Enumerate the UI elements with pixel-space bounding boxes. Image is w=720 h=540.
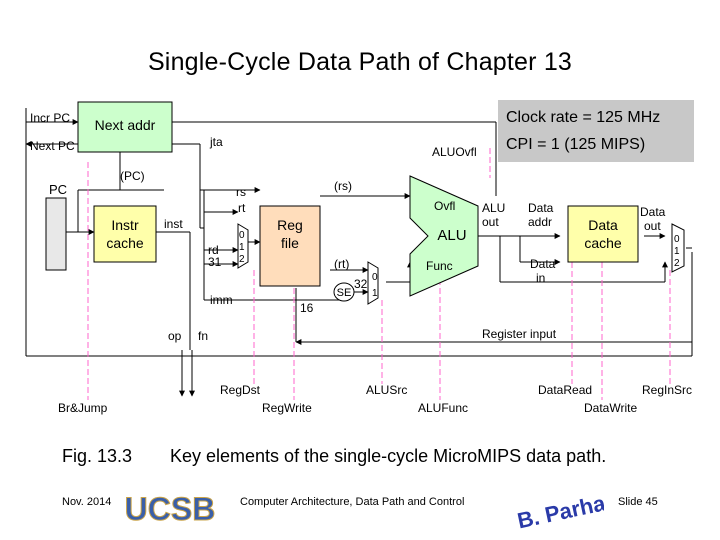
signal-labels: Incr PC Next PC jta ALUOvfl (PC) rs (rs)… [30,111,666,343]
rt-label: rt [238,201,246,215]
footer-date: Nov. 2014 [62,496,112,508]
func-label: Func [426,259,453,273]
data-in-label-1: Data [530,257,556,271]
data-read-label: DataRead [538,383,592,397]
svg-text:2: 2 [674,258,680,269]
svg-text:Instr: Instr [111,217,139,233]
n32-label: 32 [354,277,368,291]
imm-label: imm [210,293,233,307]
svg-text:0: 0 [674,234,680,245]
rs-paren-label: (rs) [334,179,352,193]
alu-func-label: ALUFunc [418,401,468,415]
svg-text:1: 1 [372,288,378,299]
clock-rate-text: Clock rate = 125 MHz [506,109,660,126]
rd-label: rd [208,243,219,257]
svg-text:cache: cache [106,235,144,251]
cpi-text: CPI = 1 (125 MIPS) [506,136,645,153]
frame-lines [25,108,693,397]
control-lines [87,148,671,400]
svg-text:Reg: Reg [277,217,303,233]
control-signal-labels: Br&Jump RegDst RegWrite ALUSrc ALUFunc D… [58,383,692,415]
op-label: op [168,329,182,343]
next-addr-block: Next addr [77,101,173,153]
svg-text:B. Parhami: B. Parhami [515,485,604,533]
svg-text:1: 1 [674,246,680,257]
svg-text:Next addr: Next addr [95,117,156,133]
data-in-label-2: in [536,271,545,285]
next-pc-label: Next PC [30,139,75,153]
jta-label: jta [209,135,223,149]
reg-dst-label: RegDst [220,383,261,397]
data-cache-block: Data cache [567,205,639,263]
data-out-label-1: Data [640,205,666,219]
n31-label: 31 [208,255,222,269]
footer-course: Computer Architecture, Data Path and Con… [240,496,465,508]
svg-text:0: 0 [239,230,245,241]
svg-text:PC: PC [49,182,67,197]
alu-ovfl-label: ALUOvfl [432,145,477,159]
svg-text:SE: SE [337,287,352,299]
incr-pc-label: Incr PC [30,111,70,125]
slide-title: Single-Cycle Data Path of Chapter 13 [147,48,573,76]
svg-text:file: file [281,235,299,251]
n16-label: 16 [300,301,314,315]
svg-text:2: 2 [239,254,245,265]
ovfl-label: Ovfl [434,199,455,213]
alu-out-label-1: ALU [482,201,505,215]
ucsb-logo: UCSB [120,488,220,528]
alu-block: ALU [409,175,479,297]
data-addr-label-1: Data [528,201,554,215]
reg-in-src-mux: 0 1 2 [671,223,685,273]
fn-label: fn [198,329,208,343]
svg-text:cache: cache [584,235,622,251]
alu-src-mux: 0 1 [367,261,379,305]
alu-out-label-2: out [482,215,499,229]
svg-text:0: 0 [372,272,378,283]
svg-text:ALU: ALU [437,227,466,244]
data-addr-label-2: addr [528,215,552,229]
svg-text:UCSB: UCSB [125,491,216,527]
svg-text:1: 1 [239,242,245,253]
footer-slide-number: Slide 45 [618,496,658,508]
figure-number: Fig. 13.3 [62,446,133,466]
alu-src-label: ALUSrc [366,383,407,397]
rt-paren-label: (rt) [334,257,349,271]
pc-register: PC [45,182,67,271]
sign-extend-block: SE [333,282,355,302]
svg-text:Data: Data [588,217,618,233]
register-input-label: Register input [482,327,557,341]
instr-cache-block: Instr cache [93,205,157,263]
reg-file-block: Reg file [259,205,321,287]
data-write-label: DataWrite [584,401,637,415]
rs-label: rs [236,185,246,199]
inst-label: inst [164,217,183,231]
reg-dst-mux: 0 1 2 [237,223,249,269]
parhami-signature-logo: B. Parhami [515,485,604,533]
clock-rate-note: Clock rate = 125 MHz CPI = 1 (125 MIPS) [498,100,694,162]
data-out-label-2: out [644,219,661,233]
br-jump-label: Br&Jump [58,401,108,415]
reg-write-label: RegWrite [262,401,312,415]
reg-in-src-label: RegInSrc [642,383,692,397]
pc-paren-label: (PC) [120,169,145,183]
figure-caption: Key elements of the single-cycle MicroMI… [170,446,607,466]
